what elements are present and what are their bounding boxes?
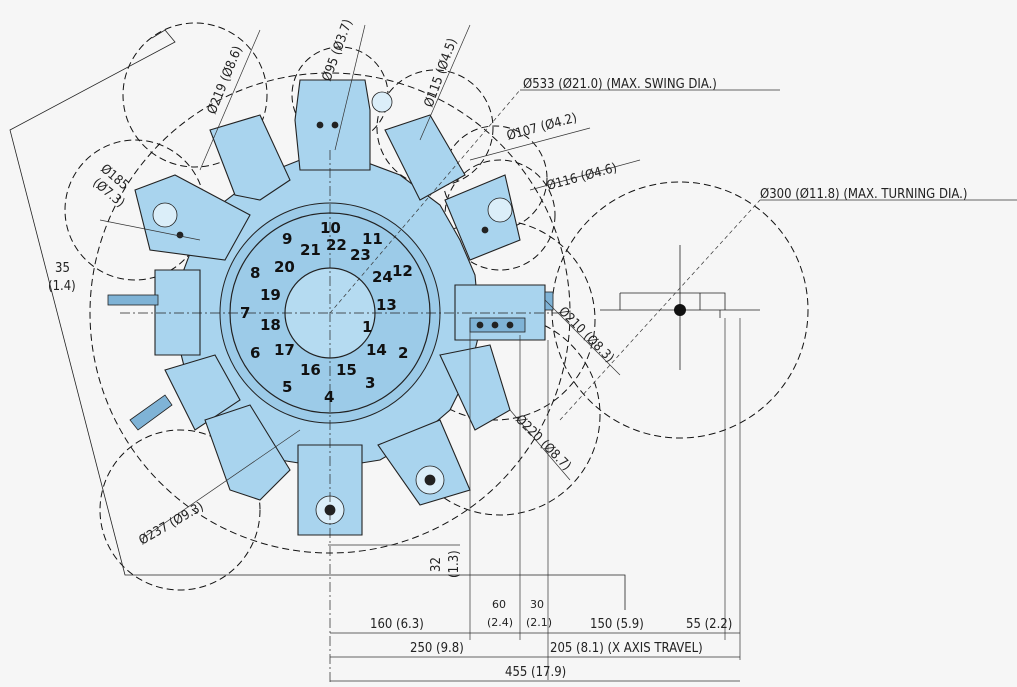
svg-text:2: 2 [398, 344, 408, 362]
label-h60a: 60 [492, 598, 506, 611]
label-h30a: 30 [530, 598, 544, 611]
label-turning: Ø300 (Ø11.8) (MAX. TURNING DIA.) [760, 187, 967, 202]
svg-text:22: 22 [326, 236, 347, 254]
envelope-outline [9, 29, 626, 610]
svg-text:6: 6 [250, 344, 260, 362]
label-d219: Ø219 (Ø8.6) [205, 44, 246, 117]
spindle-center-mark [674, 304, 686, 316]
svg-text:18: 18 [260, 316, 281, 334]
label-h455: 455 (17.9) [505, 665, 566, 680]
label-v32a: 32 [429, 557, 444, 572]
svg-text:4: 4 [324, 388, 334, 406]
label-h55: 55 (2.2) [686, 617, 732, 632]
label-h30b: (2.1) [526, 616, 552, 629]
svg-text:12: 12 [392, 262, 413, 280]
label-d116: Ø116 (Ø4.6) [545, 161, 619, 194]
station-numbers: 1 2 3 4 5 6 7 8 9 10 11 12 [240, 219, 413, 406]
svg-text:13: 13 [376, 296, 397, 314]
label-h150: 150 (5.9) [590, 617, 644, 632]
label-v32b: (1.3) [447, 550, 462, 578]
svg-text:17: 17 [274, 341, 295, 359]
svg-text:21: 21 [300, 241, 321, 259]
leader-turning [559, 199, 761, 421]
svg-text:11: 11 [362, 230, 383, 248]
inner-station-numbers: 13 14 15 16 17 18 19 20 21 22 23 24 [260, 236, 397, 379]
label-h60b: (2.4) [487, 616, 513, 629]
workpiece [619, 292, 726, 318]
svg-text:16: 16 [300, 361, 321, 379]
label-h205: 205 (8.1) (X AXIS TRAVEL) [550, 641, 703, 656]
svg-text:24: 24 [372, 268, 393, 286]
svg-text:3: 3 [365, 374, 375, 392]
label-d210: Ø210 (Ø8.3) [555, 304, 617, 366]
label-h35b: (1.4) [48, 279, 76, 294]
svg-text:19: 19 [260, 286, 281, 304]
label-d220: Ø220 (Ø8.7) [512, 412, 574, 474]
label-d107: Ø107 (Ø4.2) [505, 111, 579, 144]
svg-text:1: 1 [362, 318, 372, 336]
label-h160: 160 (6.3) [370, 617, 424, 632]
svg-text:8: 8 [250, 264, 260, 282]
tool-circle-237 [99, 429, 261, 591]
label-swing: Ø533 (Ø21.0) (MAX. SWING DIA.) [523, 77, 717, 92]
tool-circle-116 [444, 159, 556, 271]
svg-text:7: 7 [240, 304, 250, 322]
svg-text:23: 23 [350, 246, 371, 264]
svg-text:5: 5 [282, 378, 292, 396]
label-h250: 250 (9.8) [410, 641, 464, 656]
svg-text:15: 15 [336, 361, 357, 379]
svg-text:10: 10 [320, 219, 341, 237]
svg-text:14: 14 [366, 341, 387, 359]
label-d237: Ø237 (Ø9.3) [137, 499, 207, 548]
svg-text:9: 9 [282, 230, 292, 248]
label-h35a: 35 [55, 261, 70, 276]
tool-circle-219 [122, 22, 268, 168]
svg-text:20: 20 [274, 258, 295, 276]
